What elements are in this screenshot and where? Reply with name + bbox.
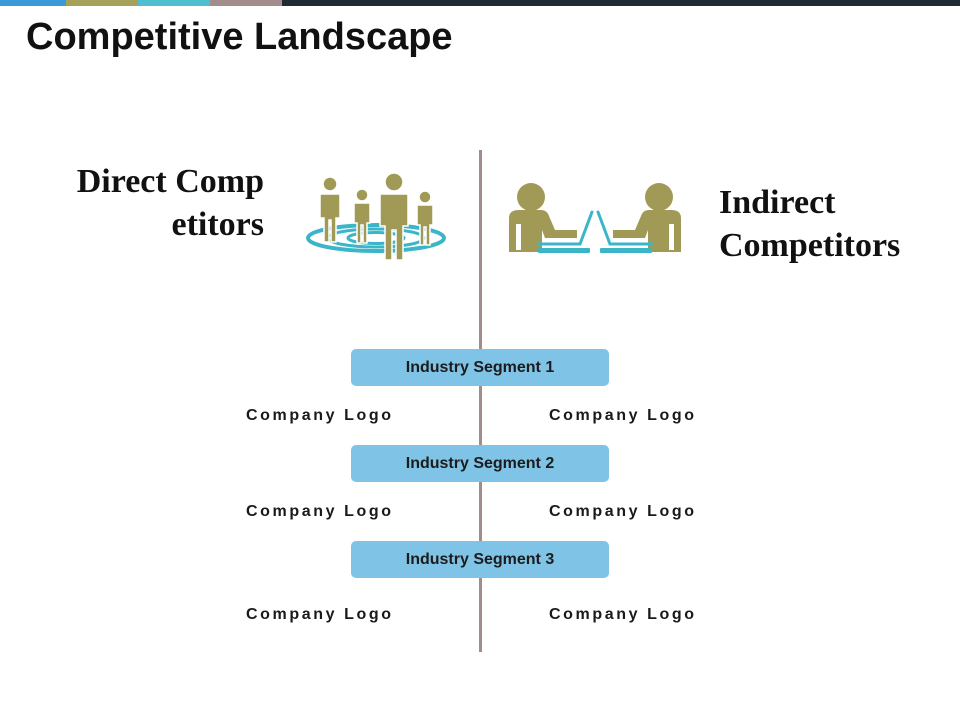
top-bar-segment-teal xyxy=(138,0,210,6)
center-divider xyxy=(479,150,482,652)
top-bar-segment-mauve xyxy=(210,0,282,6)
indirect-competitors-heading: Indirect Competitors xyxy=(719,184,901,264)
people-group-icon xyxy=(306,172,446,261)
company-logo-left-1: Company Logo xyxy=(246,407,394,424)
two-people-laptops-icon xyxy=(509,183,681,253)
direct-competitors-heading: Direct Competitors xyxy=(76,163,264,243)
company-logo-right-2: Company Logo xyxy=(549,503,697,520)
company-logo-left-3: Company Logo xyxy=(246,606,394,623)
page-title: Competitive Landscape xyxy=(26,16,453,58)
company-logo-right-3: Company Logo xyxy=(549,606,697,623)
industry-segment-3-button[interactable]: Industry Segment 3 xyxy=(351,541,609,578)
top-bar-segment-olive xyxy=(66,0,138,6)
industry-segment-1-button[interactable]: Industry Segment 1 xyxy=(351,349,609,386)
top-bar-segment-blue xyxy=(0,0,66,6)
company-logo-left-2: Company Logo xyxy=(246,503,394,520)
industry-segment-2-button[interactable]: Industry Segment 2 xyxy=(351,445,609,482)
company-logo-right-1: Company Logo xyxy=(549,407,697,424)
top-bar-segment-dark xyxy=(282,0,960,6)
top-color-bar xyxy=(0,0,960,6)
